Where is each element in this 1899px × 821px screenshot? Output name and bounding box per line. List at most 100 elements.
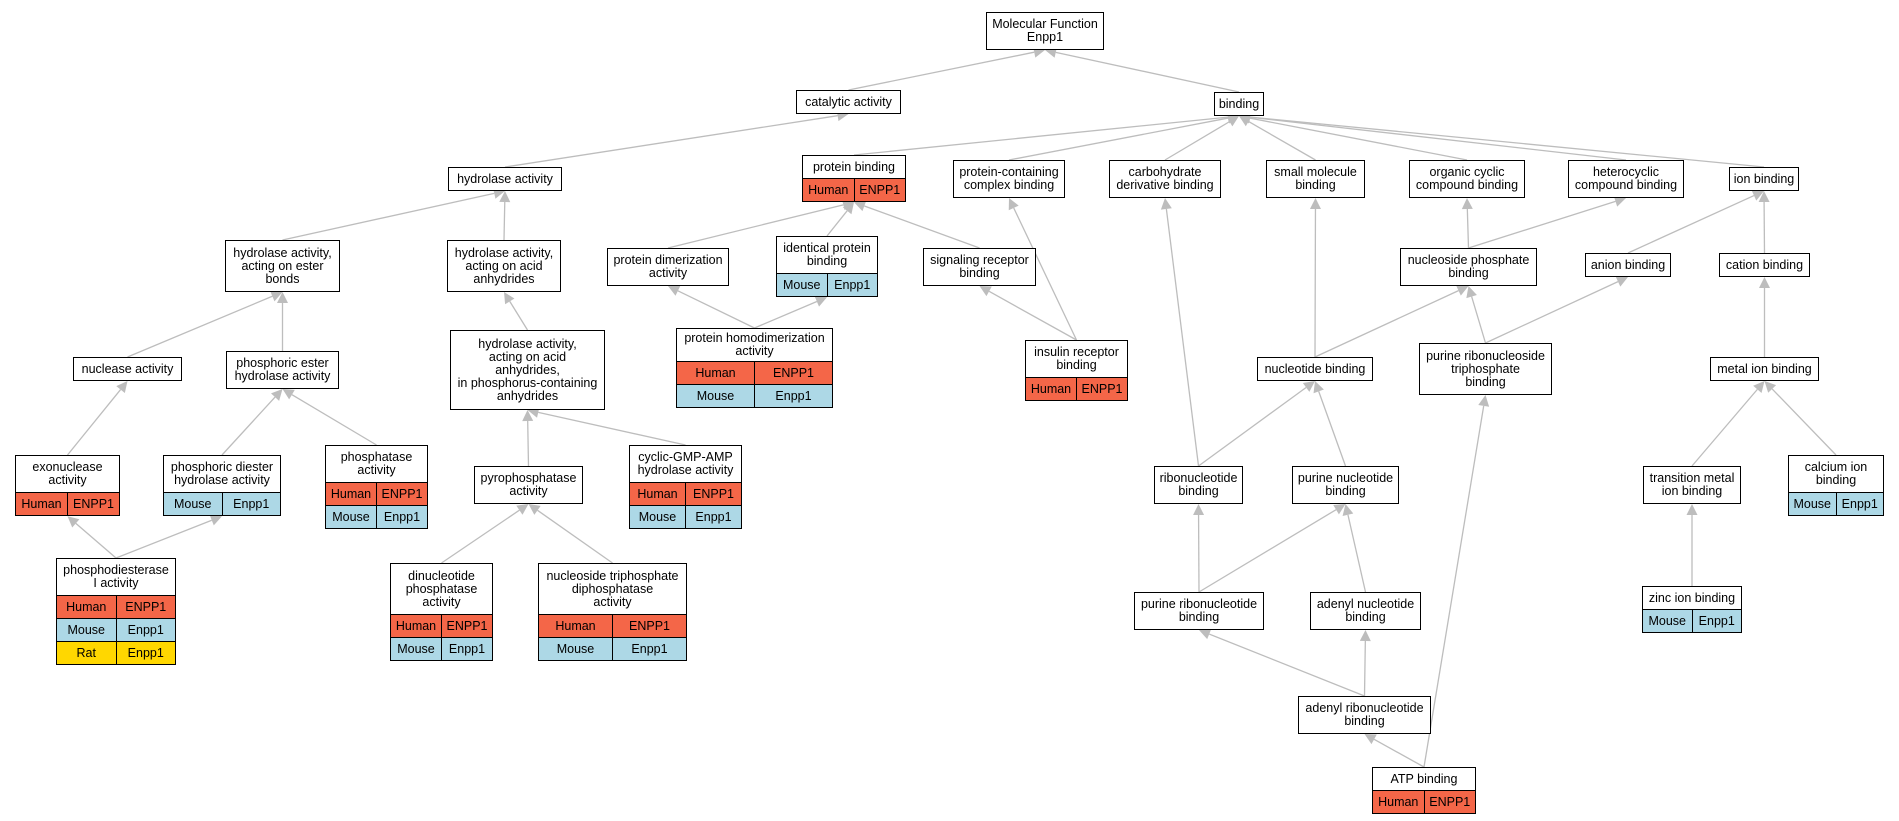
term-node-protein-dimer[interactable]: protein dimerization activity: [607, 248, 729, 286]
term-node-hydrolase[interactable]: hydrolase activity: [448, 167, 562, 191]
term-node-ribonucleotide[interactable]: ribonucleotide binding: [1154, 466, 1243, 504]
term-node-nuclease[interactable]: nuclease activity: [73, 357, 182, 381]
species-label: Mouse: [696, 389, 735, 403]
term-label: adenyl ribonucleotide binding: [1305, 701, 1424, 728]
term-node-adenyl-nucleotide[interactable]: adenyl nucleotide binding: [1310, 592, 1421, 630]
term-node-carbohydrate[interactable]: carbohydrate derivative binding: [1109, 160, 1221, 198]
gene-label: Enpp1: [221, 493, 281, 515]
arrowhead: [1359, 630, 1371, 642]
term-label: nucleoside phosphate binding: [1407, 253, 1530, 280]
term-label: phosphodiesterase I activity: [63, 563, 169, 590]
term-node-purine-ribonucleotide[interactable]: purine ribonucleotide binding: [1134, 592, 1264, 630]
term-node-ntp-diphosphatase[interactable]: nucleoside triphosphate diphosphatase ac…: [538, 563, 687, 661]
gene-label: ENPP1: [754, 362, 832, 384]
term-node-metal-ion[interactable]: metal ion binding: [1710, 357, 1819, 381]
term-node-hyd-phosphorus[interactable]: hydrolase activity, acting on acid anhyd…: [450, 330, 605, 410]
term-node-hyd-acid[interactable]: hydrolase activity, acting on acid anhyd…: [447, 240, 561, 292]
term-label: protein binding: [812, 159, 895, 174]
term-node-cation-binding[interactable]: cation binding: [1719, 253, 1810, 277]
term-node-nucleoside-phosphate[interactable]: nucleoside phosphate binding: [1400, 248, 1537, 286]
edge-insulin_receptor-to-protein_complex: [1013, 207, 1078, 341]
term-node-heterocyclic[interactable]: heterocyclic compound binding: [1568, 160, 1684, 198]
term-label: protein homodimerization activity: [684, 331, 825, 358]
term-label: phosphoric diester hydrolase activity: [170, 460, 274, 487]
term-node-pyrophosphatase[interactable]: pyrophosphatase activity: [474, 466, 583, 504]
edge-purine_ribonucleotide-to-purine_nucleotide: [1198, 509, 1337, 593]
term-label: hydrolase activity, acting on ester bond…: [233, 245, 332, 286]
species-label: Mouse: [397, 642, 435, 656]
arrowhead: [1751, 190, 1764, 201]
term-node-protein-complex[interactable]: protein-containing complex binding: [953, 160, 1065, 198]
arrowhead: [270, 291, 283, 302]
edge-heterocyclic-to-binding: [1249, 116, 1627, 161]
term-node-root[interactable]: Molecular Function Enpp1: [986, 12, 1104, 50]
edge-purine_ribonucleoside_tp-to-nucleoside_phosphate: [1471, 296, 1487, 344]
edge-protein_binding-to-binding: [853, 116, 1229, 156]
term-node-binding[interactable]: binding: [1214, 92, 1264, 116]
gene-label: Enpp1: [115, 619, 176, 641]
term-node-adenyl-ribonucleotide[interactable]: adenyl ribonucleotide binding: [1298, 696, 1431, 734]
edge-organic_cyclic-to-binding: [1249, 117, 1468, 161]
edge-phosphoric_diester-to-phosphoric_ester: [221, 396, 276, 456]
edge-nucleoside_phosphate-to-heterocyclic: [1468, 200, 1616, 249]
species-label: Human: [637, 487, 678, 501]
arrowhead: [1764, 381, 1777, 393]
gene-label: ENPP1: [376, 483, 427, 505]
gene-label: ENPP1: [1076, 378, 1127, 400]
arrowhead: [1466, 286, 1477, 299]
term-label: hydrolase activity, acting on acid anhyd…: [454, 245, 554, 286]
edge-ribonucleotide-to-nucleotide_binding: [1198, 386, 1307, 467]
term-node-nucleotide-binding[interactable]: nucleotide binding: [1257, 357, 1373, 381]
edge-purine_ribonucleoside_tp-to-anion_binding: [1485, 281, 1619, 344]
term-node-organic-cyclic[interactable]: organic cyclic compound binding: [1409, 160, 1525, 198]
term-node-small-molecule[interactable]: small molecule binding: [1266, 160, 1365, 198]
gene-label: ENPP1: [67, 493, 119, 515]
term-label: small molecule binding: [1274, 165, 1357, 192]
edge-hyd_acid-to-hydrolase: [503, 201, 506, 241]
gene-label: Enpp1: [1691, 610, 1742, 632]
term-label: catalytic activity: [805, 94, 892, 109]
term-label: calcium ion binding: [1804, 460, 1868, 487]
edge-hyd_ester-to-hydrolase: [282, 192, 495, 241]
term-label: heterocyclic compound binding: [1574, 165, 1678, 192]
term-node-catalytic[interactable]: catalytic activity: [796, 90, 901, 114]
term-node-phosphoric-ester[interactable]: phosphoric ester hydrolase activity: [226, 351, 339, 389]
term-node-signaling-receptor[interactable]: signaling receptor binding: [923, 248, 1036, 286]
term-node-purine-ribonucleoside-tp[interactable]: purine ribonucleoside triphosphate bindi…: [1419, 343, 1552, 395]
arrowhead: [1758, 191, 1770, 203]
term-node-ion-binding[interactable]: ion binding: [1729, 167, 1799, 191]
term-node-transition-metal[interactable]: transition metal ion binding: [1643, 466, 1741, 504]
arrowhead: [1302, 381, 1315, 392]
edge-calcium_ion-to-metal_ion: [1771, 388, 1837, 456]
term-node-purine-nucleotide[interactable]: purine nucleotide binding: [1292, 466, 1399, 504]
gene-label: Enpp1: [441, 638, 492, 660]
term-label: nucleotide binding: [1264, 361, 1366, 376]
arrowhead: [516, 504, 529, 515]
edge-insulin_receptor-to-signaling_receptor: [988, 290, 1077, 341]
arrowhead: [1615, 276, 1628, 287]
arrowhead: [1753, 381, 1765, 393]
gene-label: Enpp1: [612, 638, 686, 660]
arrowhead: [499, 191, 511, 203]
arrowhead: [1193, 504, 1205, 516]
species-label: Human: [1030, 382, 1072, 396]
edge-transition_metal-to-metal_ion: [1691, 388, 1758, 467]
term-node-hyd-ester[interactable]: hydrolase activity, acting on ester bond…: [225, 240, 340, 292]
arrowhead: [1456, 285, 1469, 296]
term-node-anion-binding[interactable]: anion binding: [1585, 253, 1671, 277]
